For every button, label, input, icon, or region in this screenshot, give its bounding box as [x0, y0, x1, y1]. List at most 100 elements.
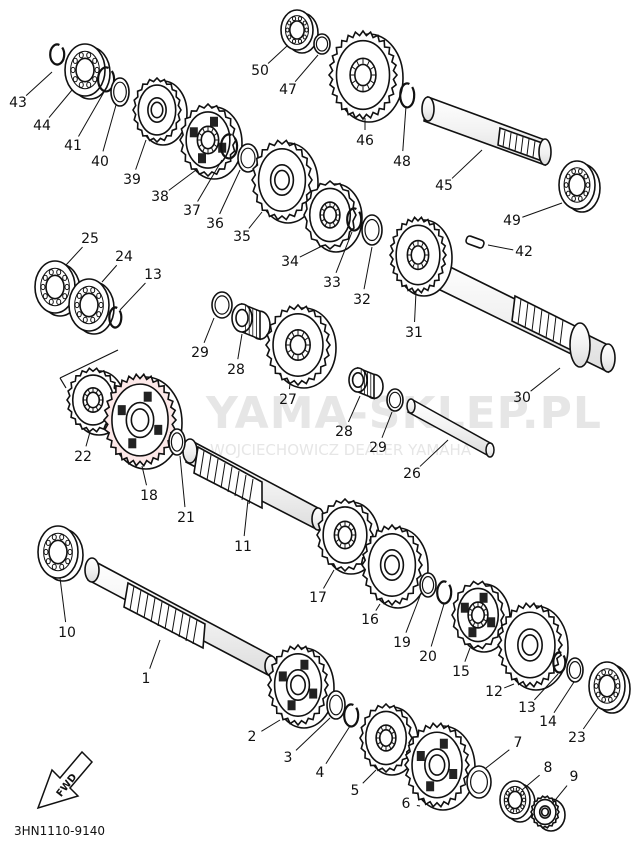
bearing-23	[588, 661, 631, 714]
leader-line-28a	[237, 333, 243, 360]
callout-40: 40	[91, 154, 109, 170]
leader-line-14	[553, 681, 575, 714]
gear-18	[102, 372, 183, 470]
bearing-8	[499, 780, 536, 823]
main-axle-11	[182, 438, 325, 532]
leader-line-25	[65, 246, 83, 266]
callout-29b: 29	[369, 440, 387, 456]
callout-16: 16	[361, 612, 379, 628]
leader-line-33	[335, 231, 353, 273]
callout-6: 6	[402, 796, 411, 812]
washer-36	[237, 143, 259, 173]
callout-4: 4	[316, 765, 325, 781]
callout-43: 43	[9, 95, 27, 111]
callout-32: 32	[353, 292, 371, 308]
circlip-37	[219, 133, 239, 160]
gear-38	[179, 102, 243, 180]
gear-5	[359, 702, 419, 776]
callout-11: 11	[234, 539, 252, 555]
callout-27: 27	[279, 392, 297, 408]
leader-line-22	[85, 431, 91, 447]
leader-line-7	[485, 749, 510, 769]
washer-19	[419, 572, 437, 598]
callout-14: 14	[539, 714, 557, 730]
bearing-10	[37, 525, 84, 582]
gear-2	[267, 643, 335, 729]
callout-36: 36	[206, 216, 224, 232]
leader-line-49	[522, 202, 563, 218]
leader-line-12	[504, 683, 515, 689]
washer-47	[313, 33, 331, 55]
leader-line-42	[487, 244, 514, 251]
callout-47: 47	[279, 82, 297, 98]
bearing-44	[64, 43, 111, 100]
leader-line-28b	[348, 395, 361, 423]
callout-37: 37	[183, 203, 201, 219]
leader-lines	[25, 45, 599, 807]
callout-18: 18	[140, 488, 158, 504]
gear-16	[361, 523, 429, 609]
washer-32	[361, 214, 383, 246]
bearing-49	[558, 160, 601, 213]
callout-38: 38	[151, 189, 169, 205]
leader-line-48	[402, 105, 407, 152]
callout-46: 46	[356, 133, 374, 149]
diagram-code: 3HN1110-9140	[14, 824, 105, 838]
leader-line-21	[179, 455, 186, 508]
circlip-41	[96, 66, 116, 93]
leader-line-39	[135, 139, 147, 170]
callout-42: 42	[515, 244, 533, 260]
washer-40	[110, 77, 130, 107]
leader-line-29b	[381, 411, 393, 438]
gear-39	[132, 76, 188, 146]
callout-7: 7	[514, 735, 523, 751]
pin-42	[465, 235, 485, 249]
callout-41: 41	[64, 138, 82, 154]
pin-26	[406, 398, 495, 458]
callout-31: 31	[405, 325, 423, 341]
leader-line-38	[168, 169, 197, 191]
callout-49: 49	[503, 213, 521, 229]
circlip-4	[343, 703, 360, 728]
leader-line-30	[530, 367, 561, 392]
callout-50: 50	[251, 63, 269, 79]
callout-44: 44	[33, 118, 51, 134]
leader-line-43	[25, 71, 53, 96]
callout-39: 39	[123, 172, 141, 188]
callout-9: 9	[570, 769, 579, 785]
gear-46	[327, 29, 404, 123]
leader-line-34	[299, 245, 323, 258]
leader-line-27	[288, 383, 291, 390]
leader-line-41	[78, 91, 105, 137]
washer-21	[168, 428, 186, 456]
callout-45: 45	[435, 178, 453, 194]
needle-bearing-28b	[348, 366, 384, 400]
gear-34	[303, 179, 363, 253]
circlip-13a	[108, 306, 123, 329]
callout-10: 10	[58, 625, 76, 641]
callout-28a: 28	[227, 362, 245, 378]
leader-line-20	[430, 603, 445, 647]
callout-22: 22	[74, 449, 92, 465]
callout-26: 26	[403, 466, 421, 482]
callout-5: 5	[351, 783, 360, 799]
callout-48: 48	[393, 154, 411, 170]
drive-axle-1	[84, 557, 278, 678]
watermark-main-text: YAMA-SKLEP.PL	[205, 388, 602, 439]
washer-29a	[211, 291, 233, 319]
leader-line-44	[48, 89, 73, 118]
washer-14	[566, 657, 584, 683]
callout-13b: 13	[518, 700, 536, 716]
leader-line-5	[362, 769, 377, 784]
leader-line-45	[451, 149, 483, 179]
leader-line-29a	[203, 317, 215, 343]
washer-29b	[386, 388, 404, 412]
gear-15	[451, 580, 511, 653]
gear-12	[497, 602, 569, 691]
washer-7	[466, 765, 492, 799]
seal-9	[530, 795, 566, 832]
gear-27	[265, 303, 337, 389]
leader-line-32	[363, 246, 373, 290]
circlip-48	[399, 82, 416, 109]
callout-15: 15	[452, 664, 470, 680]
